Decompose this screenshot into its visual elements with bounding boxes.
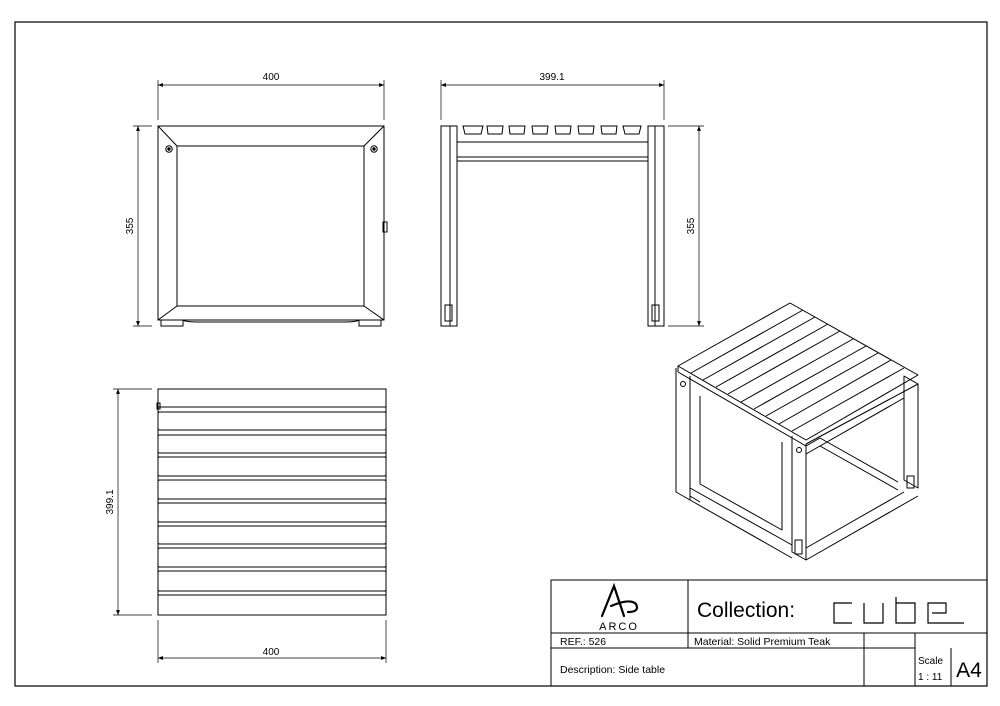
top-depth-dimension	[113, 388, 152, 616]
side-height-label: 355	[686, 217, 697, 234]
scale-label: Scale	[918, 656, 943, 667]
title-block	[550, 579, 988, 687]
front-width-dimension	[157, 80, 385, 120]
isometric-view	[675, 302, 919, 561]
ref-number: REF.: 526	[560, 636, 606, 648]
top-width-dimension	[157, 620, 387, 663]
collection-label: Collection:	[697, 599, 795, 622]
top-depth-label: 399.1	[105, 489, 116, 514]
front-width-label: 400	[263, 72, 280, 83]
arco-logo-icon	[600, 582, 639, 618]
front-view	[157, 125, 388, 327]
brand-name: ARCO	[599, 621, 639, 633]
side-view	[440, 125, 665, 327]
side-height-dimension	[668, 125, 704, 327]
description-text: Description: Side table	[560, 664, 665, 676]
front-height-label: 355	[125, 217, 136, 234]
scale-value: 1 : 11	[918, 672, 943, 683]
top-view	[156, 388, 387, 616]
side-width-label: 399.1	[539, 72, 564, 83]
cube-logotype-icon	[833, 597, 964, 624]
material-text: Material: Solid Premium Teak	[694, 636, 831, 648]
sheet-size: A4	[956, 659, 982, 682]
top-width-label: 400	[263, 647, 280, 658]
side-width-dimension	[440, 80, 665, 120]
sheet-border	[14, 21, 988, 687]
front-height-dimension	[133, 125, 152, 327]
